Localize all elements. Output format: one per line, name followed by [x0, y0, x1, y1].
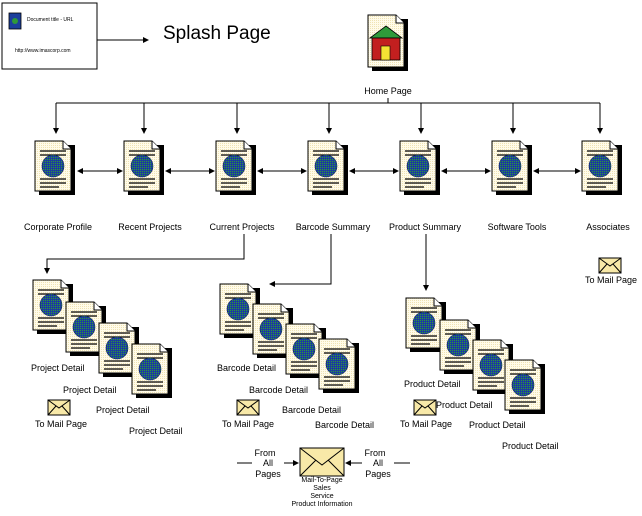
associates-document-icon [581, 140, 623, 196]
mail-from-left: From All Pages [237, 448, 299, 479]
mail-from-right: From All Pages [345, 448, 410, 479]
home-page-label: Home Page [364, 86, 412, 96]
mail-caption-line: Sales [313, 485, 331, 492]
home-page-node[interactable]: Home Page [364, 14, 412, 96]
section-label: Associates [586, 222, 630, 232]
barcode-detail-document-icon [318, 338, 360, 394]
project-mail-link[interactable]: To Mail Page [35, 399, 87, 429]
mail-to-page-node[interactable]: Mail-To-Page Sales Service Product Infor… [291, 447, 353, 508]
product-detail-group[interactable]: Product Detail Product Detail Product De… [404, 297, 559, 451]
section-label: Current Projects [209, 222, 275, 232]
from-note-line: From [255, 448, 276, 458]
section-label: Software Tools [488, 222, 547, 232]
from-note-line: Pages [365, 469, 391, 479]
barcode-detail-group[interactable]: Barcode Detail Barcode Detail Barcode De… [217, 283, 374, 430]
mail-link-label: To Mail Page [222, 419, 274, 429]
detail-label: Barcode Detail [315, 420, 374, 430]
tree-connectors [44, 98, 603, 291]
legend-box: Document title - URL http://www.imascorp… [1, 2, 98, 70]
section-label: Barcode Summary [296, 222, 371, 232]
product-summary-document-icon [399, 140, 441, 196]
detail-label: Project Detail [96, 405, 150, 415]
recent-projects-document-icon [123, 140, 165, 196]
mail-envelope-icon [413, 399, 437, 416]
detail-label: Barcode Detail [249, 385, 308, 395]
mail-link-label: To Mail Page [585, 275, 637, 285]
legend-url: http://www.imascorp.com [15, 48, 71, 54]
barcode-mail-link[interactable]: To Mail Page [222, 399, 274, 429]
home-page-icon [367, 14, 408, 71]
from-note-line: Pages [255, 469, 281, 479]
mail-link-label: To Mail Page [35, 419, 87, 429]
current-projects-document-icon [215, 140, 257, 196]
detail-label: Product Detail [469, 420, 526, 430]
project-detail-document-icon [131, 343, 173, 399]
product-detail-document-icon [504, 359, 546, 415]
from-note-line: From [365, 448, 386, 458]
mail-envelope-icon [299, 447, 345, 477]
from-note-line: All [263, 458, 273, 468]
section-associates[interactable]: Associates [581, 140, 630, 232]
detail-label: Barcode Detail [217, 363, 276, 373]
splash-title: Splash Page [163, 23, 271, 44]
mail-envelope-icon [236, 399, 260, 416]
section-label: Recent Projects [118, 222, 182, 232]
from-note-line: All [373, 458, 383, 468]
legend-title: Document title - URL [27, 17, 74, 23]
detail-label: Project Detail [129, 426, 183, 436]
section-label: Corporate Profile [24, 222, 92, 232]
corporate-profile-document-icon [34, 140, 76, 196]
section-current-projects[interactable]: Current Projects [209, 140, 275, 232]
mail-envelope-icon [47, 399, 71, 416]
detail-label: Product Detail [502, 441, 559, 451]
detail-label: Project Detail [63, 385, 117, 395]
section-corporate-profile[interactable]: Corporate Profile [24, 140, 92, 232]
detail-label: Product Detail [436, 400, 493, 410]
mail-caption-line: Service [310, 493, 333, 500]
detail-label: Project Detail [31, 363, 85, 373]
software-tools-document-icon [491, 140, 533, 196]
section-barcode-summary[interactable]: Barcode Summary [296, 140, 371, 232]
mail-caption-line: Mail-To-Page [301, 477, 342, 484]
detail-label: Product Detail [404, 379, 461, 389]
section-software-tools[interactable]: Software Tools [488, 140, 547, 232]
project-detail-group[interactable]: Project Detail Project Detail Project De… [31, 279, 183, 436]
mail-caption-line: Product Information [291, 501, 352, 508]
mail-envelope-icon [598, 257, 622, 274]
associates-mail-link[interactable]: To Mail Page [585, 257, 637, 285]
detail-label: Barcode Detail [282, 405, 341, 415]
barcode-summary-document-icon [307, 140, 349, 196]
section-product-summary[interactable]: Product Summary [389, 140, 462, 232]
section-recent-projects[interactable]: Recent Projects [118, 140, 182, 232]
product-mail-link[interactable]: To Mail Page [400, 399, 452, 429]
mail-link-label: To Mail Page [400, 419, 452, 429]
section-label: Product Summary [389, 222, 462, 232]
